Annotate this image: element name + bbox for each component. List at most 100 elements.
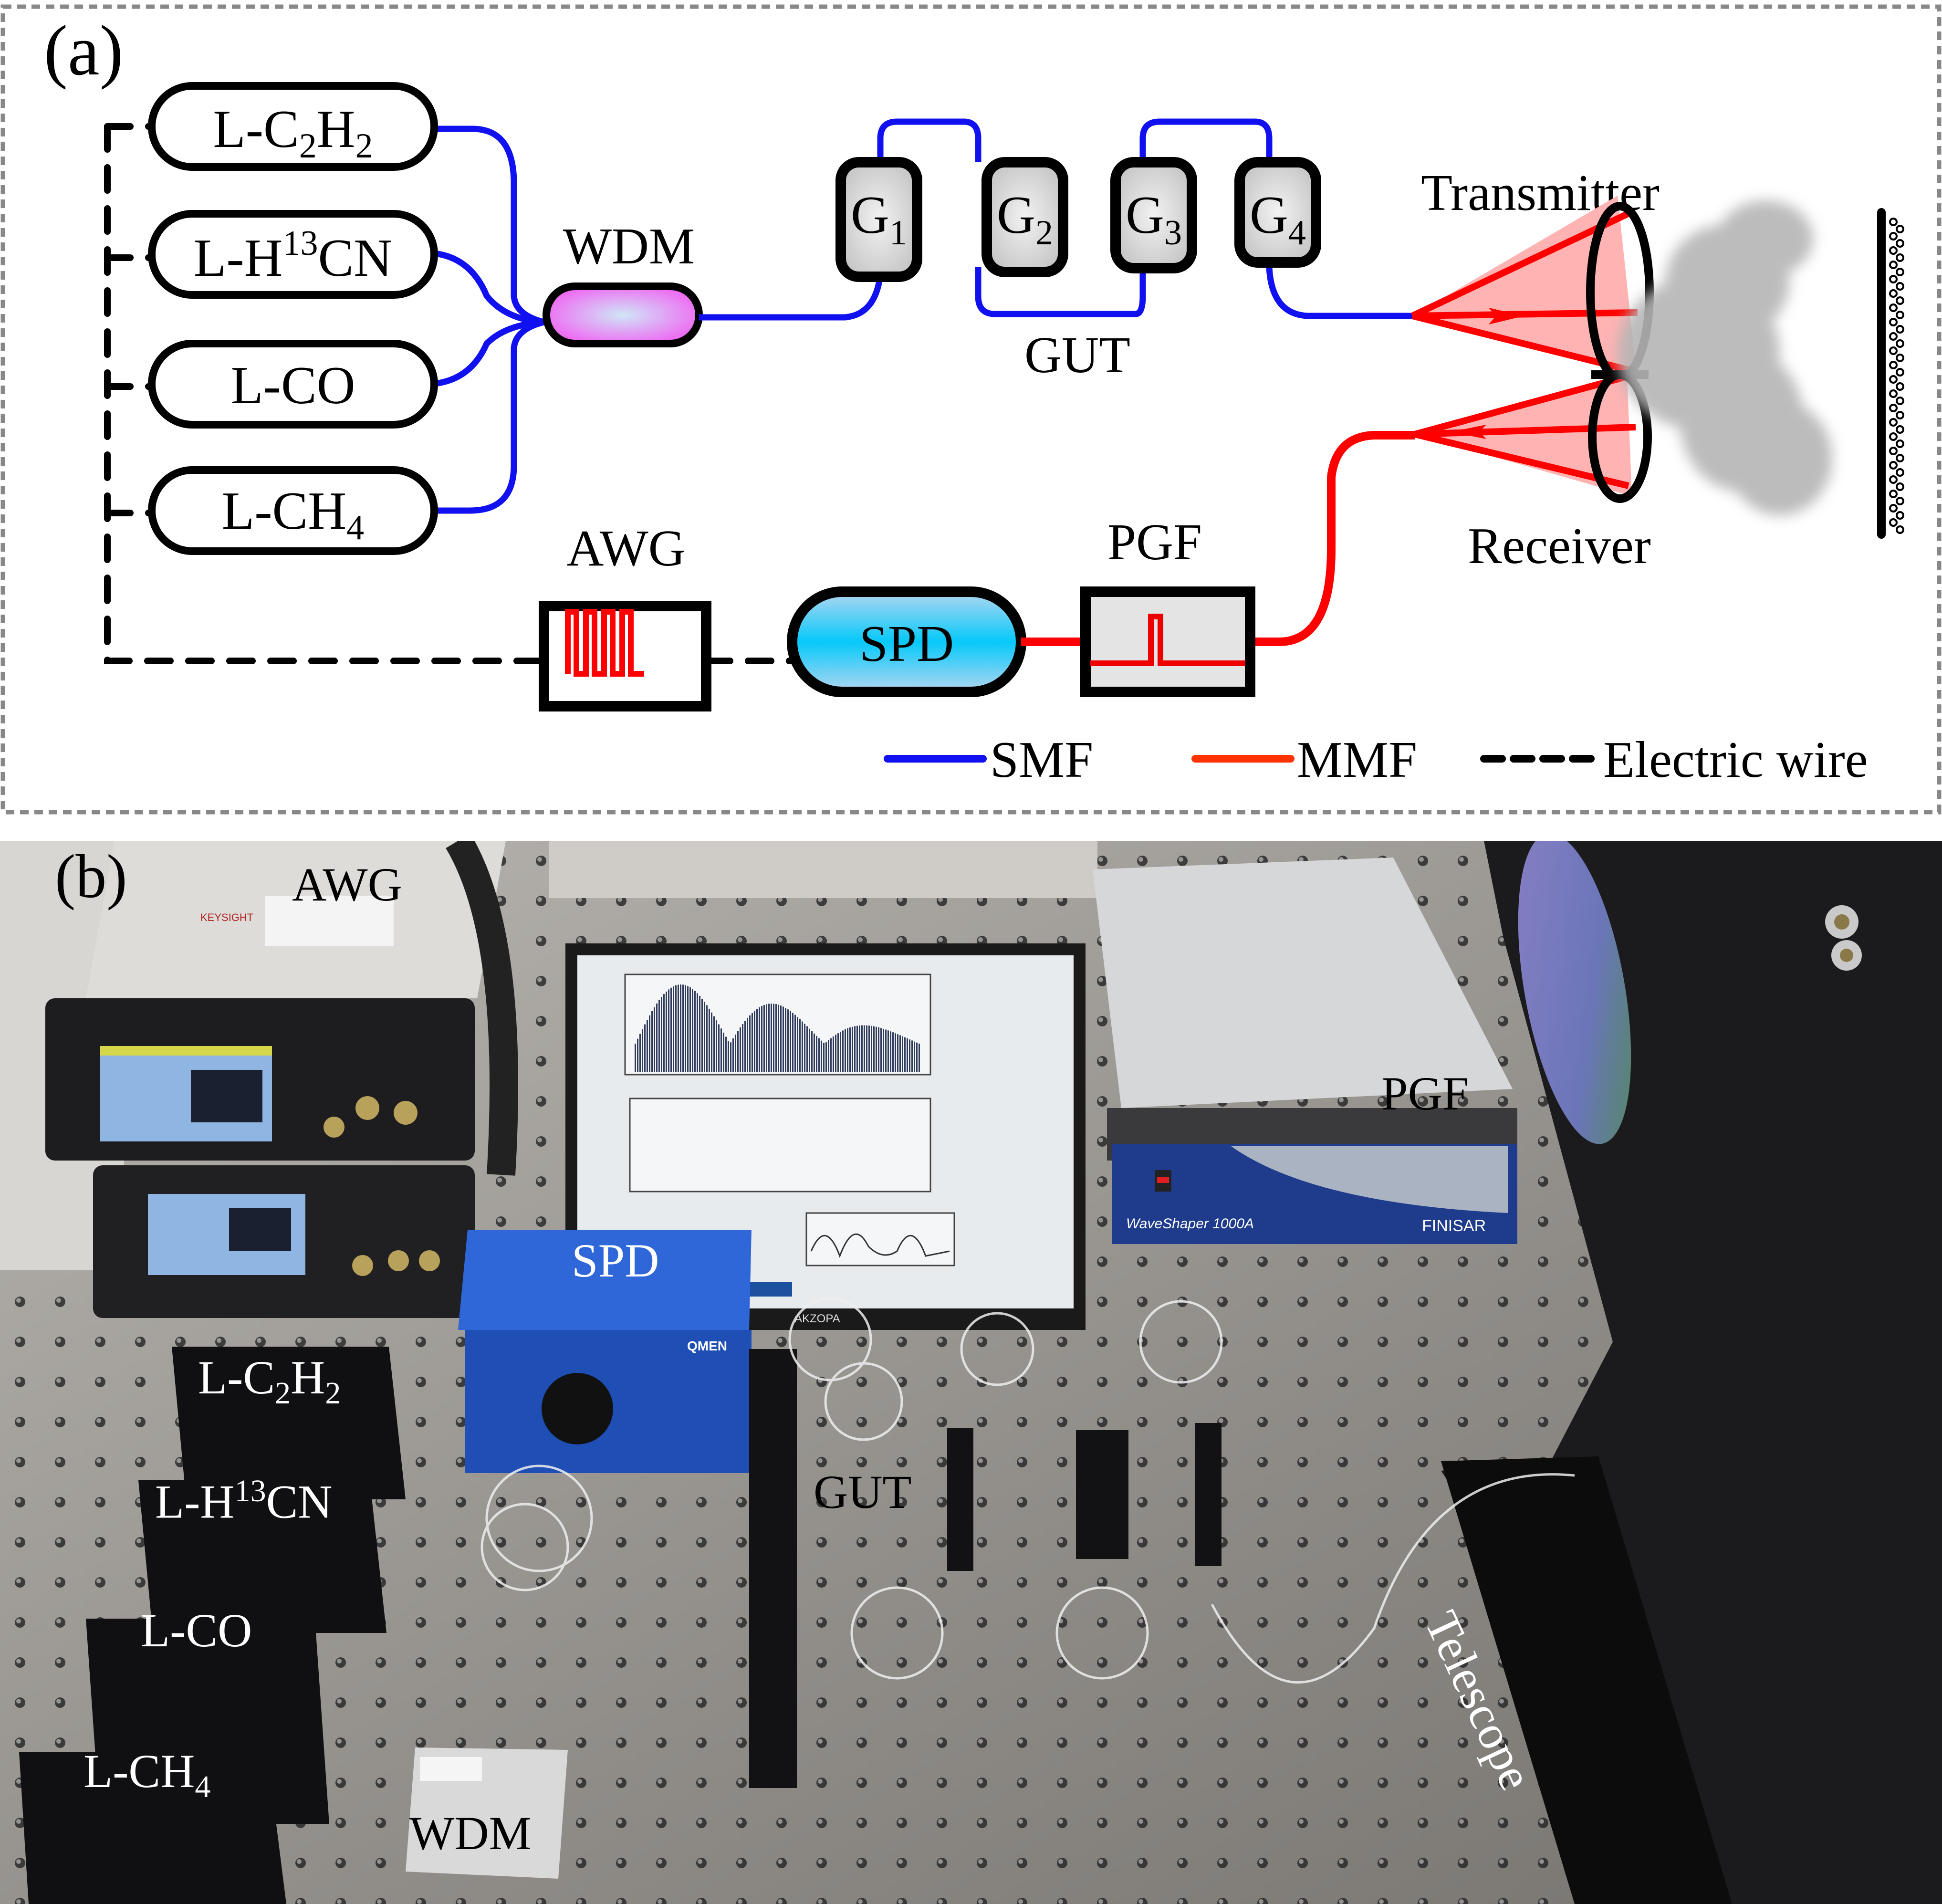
monitor-spectrum-bar: [763, 1005, 765, 1072]
monitor-spectrum-bar: [752, 1013, 753, 1072]
svg-text:MMF: MMF: [1297, 732, 1417, 788]
svg-text:G2: G2: [997, 186, 1053, 252]
reflector-bead: [1889, 232, 1898, 241]
gut-hardware: [749, 1349, 1222, 1788]
monitor-spectrum-bar: [699, 995, 700, 1072]
panel-b-photo: (b) AWG PGF SPD GUT Telescope WDM L-C2H2…: [0, 841, 1942, 1904]
reflector-bead: [1889, 432, 1898, 441]
monitor-spectrum-bar: [883, 1028, 884, 1072]
monitor-spectrum-bar: [833, 1036, 834, 1072]
panel-a-label: (a): [44, 11, 123, 90]
monitor-spectrum-bar: [773, 1004, 774, 1072]
monitor-spectrum-bar: [814, 1033, 815, 1072]
transmitter-arrow-icon: [1489, 308, 1524, 324]
monitor-spectrum-bar: [794, 1015, 796, 1072]
spd-block: SPD: [787, 586, 1026, 697]
reflector-bead: [1889, 504, 1898, 513]
monitor-spectrum-bar: [735, 1035, 736, 1072]
reflector-bead: [1896, 454, 1904, 462]
reflector-bead: [1889, 490, 1898, 498]
pgf-waveshaper: [1093, 858, 1517, 1244]
awg-brand-text: KEYSIGHT: [200, 911, 254, 923]
monitor-spectrum-bar: [706, 1005, 708, 1072]
monitor-spectrum-bar: [919, 1043, 920, 1072]
monitor-spectrum-bar: [668, 989, 669, 1072]
monitor-spectrum-bar: [713, 1016, 715, 1072]
monitor-screen: [565, 943, 1086, 1330]
wdm-label: WDM: [563, 218, 695, 275]
laser-h13cn: L-H13CN: [148, 210, 438, 299]
monitor-spectrum-bar: [692, 989, 693, 1072]
mmf-fibers: [1021, 431, 1415, 646]
monitor-spectrum-bar: [914, 1041, 915, 1072]
reflector-bead: [1896, 282, 1904, 291]
monitor-spectrum-bar: [689, 987, 691, 1072]
smf-fibers-lasers: [429, 126, 545, 514]
monitor-spectrum-bar: [904, 1037, 906, 1072]
reflector-bead: [1896, 411, 1904, 419]
legend-item-mmf: MMF: [1191, 732, 1417, 788]
svg-text:G1: G1: [851, 186, 907, 252]
photo-label-wdm: WDM: [409, 1807, 532, 1860]
monitor-spectrum-bar: [783, 1006, 784, 1072]
monitor-spectrum-bar: [818, 1038, 820, 1072]
photo-scene: [0, 841, 1942, 1904]
gut-cell-g4: G4: [1234, 157, 1321, 268]
monitor-spectrum-bar: [749, 1015, 751, 1072]
monitor-spectrum-bar: [682, 984, 684, 1072]
telescope: [1441, 841, 1942, 1904]
receiver-label: Receiver: [1468, 518, 1651, 575]
monitor-spectrum-bar: [709, 1008, 710, 1072]
photo-label-awg: AWG: [292, 858, 402, 911]
monitor-spectrum-bar: [675, 985, 677, 1072]
monitor-spectrum-bar: [711, 1012, 712, 1072]
monitor-spectrum-bar: [799, 1019, 801, 1072]
monitor-spectrum-bar: [866, 1025, 867, 1072]
monitor-spectrum-bar: [828, 1040, 829, 1072]
reflector-bead: [1896, 225, 1904, 233]
monitor-spectrum-bar: [728, 1041, 729, 1072]
monitor-spectrum-bar: [871, 1025, 872, 1072]
photo-label-spd: SPD: [572, 1234, 659, 1287]
monitor-spectrum-bar: [678, 984, 679, 1072]
reflector-bead: [1896, 253, 1904, 262]
pgf-block: [1080, 586, 1255, 697]
monitor-spectrum-bar: [876, 1026, 877, 1072]
monitor-spectrum-bar: [809, 1028, 810, 1072]
monitor-spectrum-bar: [635, 1044, 636, 1072]
monitor-spectrum-bar: [897, 1034, 898, 1072]
photo-label-laser-h13cn: L-H13CN: [155, 1474, 333, 1528]
reflector-bead: [1889, 404, 1898, 412]
reflector-bead: [1896, 368, 1904, 377]
monitor-spectrum-bar: [856, 1025, 858, 1072]
monitor-spectrum-bar: [720, 1028, 722, 1072]
reflector-bead: [1896, 525, 1904, 534]
awg-block: [539, 601, 711, 711]
monitor-spectrum-bar: [759, 1007, 760, 1072]
monitor-spectrum-bar: [647, 1020, 648, 1072]
spd-brand-text: QMEN: [687, 1339, 727, 1353]
monitor-spectrum-bar: [663, 994, 665, 1072]
monitor-spectrum-bar: [680, 984, 681, 1072]
monitor-spectrum-bar: [847, 1028, 848, 1072]
monitor-spectrum-bar: [852, 1026, 853, 1072]
laser-boxes: L-C2H2 L-H13CN L-CO L-CH4: [148, 82, 438, 555]
monitor-spectrum-bar: [742, 1024, 743, 1072]
photo-label-gut: GUT: [814, 1465, 912, 1518]
monitor-spectrum-bar: [823, 1043, 825, 1072]
svg-text:L-CH4: L-CH4: [222, 481, 364, 547]
monitor-spectrum-bar: [909, 1039, 910, 1072]
monitor-spectrum-bar: [768, 1004, 770, 1072]
legend: SMF MMF Electric wire: [884, 732, 1868, 788]
reflector-bead: [1896, 511, 1904, 520]
photo-label-laser-co: L-CO: [141, 1604, 252, 1657]
reflector-bead: [1889, 246, 1898, 255]
svg-text:SPD: SPD: [859, 616, 954, 672]
reflector-bead: [1889, 518, 1898, 527]
monitor-spectrum-bar: [787, 1009, 789, 1072]
reflector-bead: [1896, 439, 1904, 448]
monitor-spectrum-bar: [840, 1032, 841, 1072]
svg-text:L-H13CN: L-H13CN: [194, 224, 392, 288]
monitor-spectrum-bar: [907, 1038, 908, 1072]
monitor-brand-text: AKZOPA: [794, 1312, 840, 1325]
